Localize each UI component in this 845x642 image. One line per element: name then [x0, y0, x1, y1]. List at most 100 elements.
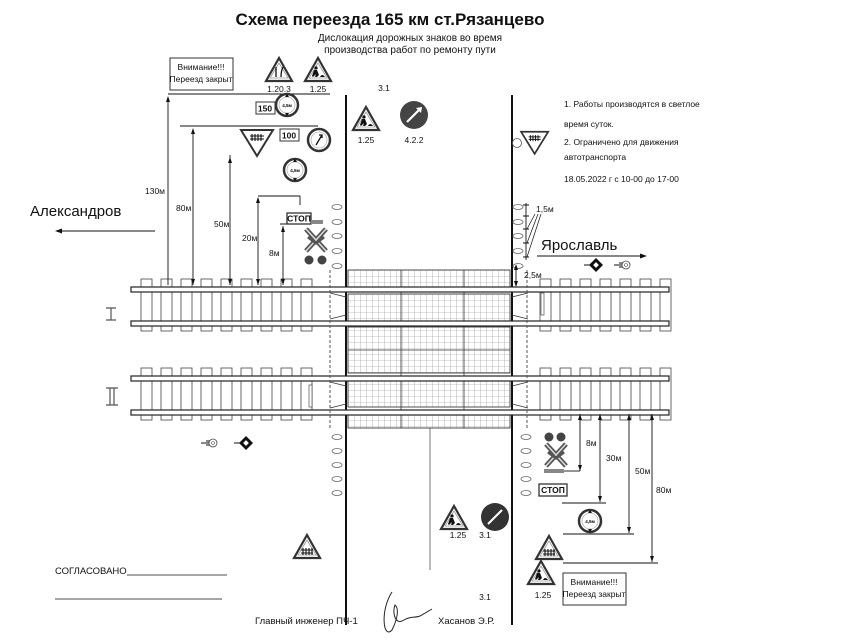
- sleeper: [539, 367, 552, 421]
- delineator-post-icon: [520, 448, 532, 454]
- svg-text:150: 150: [258, 104, 272, 114]
- sign-label-1-25-center-top: 1.25: [358, 135, 375, 145]
- traffic-lights-right-icon: [544, 432, 566, 442]
- sleeper: [220, 367, 233, 421]
- notice-box-bottom-right: Внимание!!! Переезд закрыт: [562, 572, 627, 606]
- delineator-post-icon: [520, 490, 532, 496]
- sleeper: [579, 278, 592, 332]
- distance-50m-right: 50м: [635, 466, 650, 476]
- engineer-title: Главный инженер ПЧ-1: [255, 616, 358, 627]
- dimension-130m: [166, 93, 330, 285]
- signal-lamp-right-icon: [613, 260, 631, 270]
- crossbuck-right-icon: [546, 444, 566, 466]
- dimension-20m: [256, 195, 301, 285]
- sign-label-1-25-bottom-right: 1.25: [535, 590, 552, 600]
- distance-8m-right: 8м: [586, 438, 597, 448]
- sign-label-1-20-3: 1.20.3: [267, 84, 291, 94]
- sleeper: [240, 278, 253, 332]
- track-marker-diamond-right-icon: [583, 257, 604, 273]
- sleeper: [280, 278, 293, 332]
- track-2-label: [106, 387, 118, 406]
- sleeper: [160, 278, 173, 332]
- sleeper: [200, 367, 213, 421]
- height-limit-sign-right-icon: [577, 508, 603, 534]
- sleeper: [619, 278, 632, 332]
- delineator-post-icon: [512, 219, 524, 225]
- notes-block: 1. Работы производятся в светлое время с…: [564, 99, 700, 184]
- dimension-8m-right: [564, 414, 582, 472]
- distance-80m: 80м: [176, 203, 191, 213]
- sign-label-3-1-bottom: 3.1: [479, 530, 491, 540]
- crossbuck-left-icon: [306, 229, 326, 251]
- detour-sign-icon: [400, 101, 428, 129]
- stop-sign-left: СТОП: [286, 212, 323, 225]
- delineator-post-icon: [331, 263, 343, 269]
- delineator-posts: [331, 204, 532, 496]
- svg-text:Переезд закрыт: Переезд закрыт: [563, 589, 626, 599]
- delineator-post-icon: [512, 204, 524, 210]
- sleeper: [539, 278, 552, 332]
- sign-label-1-25-center-bottom: 1.25: [450, 530, 467, 540]
- sleeper: [599, 367, 612, 421]
- road-works-bottom-right-icon: [526, 559, 556, 586]
- sleeper: [579, 367, 592, 421]
- distance-130m: 130м: [145, 186, 165, 196]
- distance-plate-150: 150: [255, 101, 276, 115]
- traffic-lights-left-icon: [304, 255, 327, 265]
- sleeper: [559, 278, 572, 332]
- distance-80m-right: 80м: [656, 485, 671, 495]
- height-limit-sign-2-icon: [282, 157, 308, 183]
- spacing-label-2-5m: 2,5м: [524, 270, 542, 280]
- delineator-post-icon: [512, 248, 524, 254]
- road-works-center-bottom-icon: [439, 504, 469, 531]
- signal-lamp-left-icon: [200, 438, 218, 448]
- approach-wedge: [329, 292, 529, 320]
- sleeper: [140, 367, 153, 421]
- subtitle-line2: производства работ по ремонту пути: [324, 44, 496, 56]
- sleeper: [659, 278, 672, 332]
- delineator-post-icon: [520, 476, 532, 482]
- dimension-80m-right: [563, 414, 658, 564]
- delineator-post-icon: [512, 263, 524, 269]
- sleeper: [140, 278, 153, 332]
- spacing-label-1-5m: 1,5м: [536, 204, 554, 214]
- signature: [383, 591, 433, 633]
- sleeper: [260, 278, 273, 332]
- marker-circle-icon: [512, 138, 522, 148]
- sleeper: [260, 367, 273, 421]
- arrow-right-icon: [537, 253, 647, 259]
- delineator-post-icon: [520, 462, 532, 468]
- sleeper: [180, 367, 193, 421]
- svg-text:2. Ограничено для движения: 2. Ограничено для движения: [564, 137, 679, 147]
- crossing-deck: [347, 269, 511, 429]
- sleeper: [639, 367, 652, 421]
- road-narrowing-sign-icon: [264, 55, 294, 83]
- crossbuck-base: [544, 469, 564, 473]
- approved-label: СОГЛАСОВАНО: [55, 566, 127, 577]
- delineator-post-icon: [331, 233, 343, 239]
- track-marker-diamond-left-icon: [233, 435, 254, 451]
- sleeper: [280, 367, 293, 421]
- marker-3-1-top: 3.1: [378, 83, 390, 93]
- sign-label-4-2-2: 4.2.2: [405, 135, 424, 145]
- delineator-post-icon: [512, 233, 524, 239]
- dimension-30m-right: [562, 414, 606, 504]
- delineator-post-icon: [331, 434, 343, 440]
- svg-text:время суток.: время суток.: [564, 119, 614, 129]
- sleeper: [200, 278, 213, 332]
- end-restriction-sign-icon: [481, 503, 509, 531]
- railway-crossing-sign-bottom-right-icon: [534, 534, 564, 561]
- spacing-marker: [523, 203, 542, 260]
- approach-wedge: [329, 381, 529, 409]
- delineator-post-icon: [520, 434, 532, 440]
- sleeper: [619, 367, 632, 421]
- svg-text:СТОП: СТОП: [287, 214, 311, 224]
- sleeper: [639, 278, 652, 332]
- svg-text:100: 100: [282, 131, 296, 141]
- svg-text:Переезд закрыт: Переезд закрыт: [170, 74, 233, 84]
- svg-text:18.05.2022 г с 10-00 до 17-00: 18.05.2022 г с 10-00 до 17-00: [564, 174, 679, 184]
- delineator-post-icon: [331, 462, 343, 468]
- dimension-50m-right: [563, 414, 634, 535]
